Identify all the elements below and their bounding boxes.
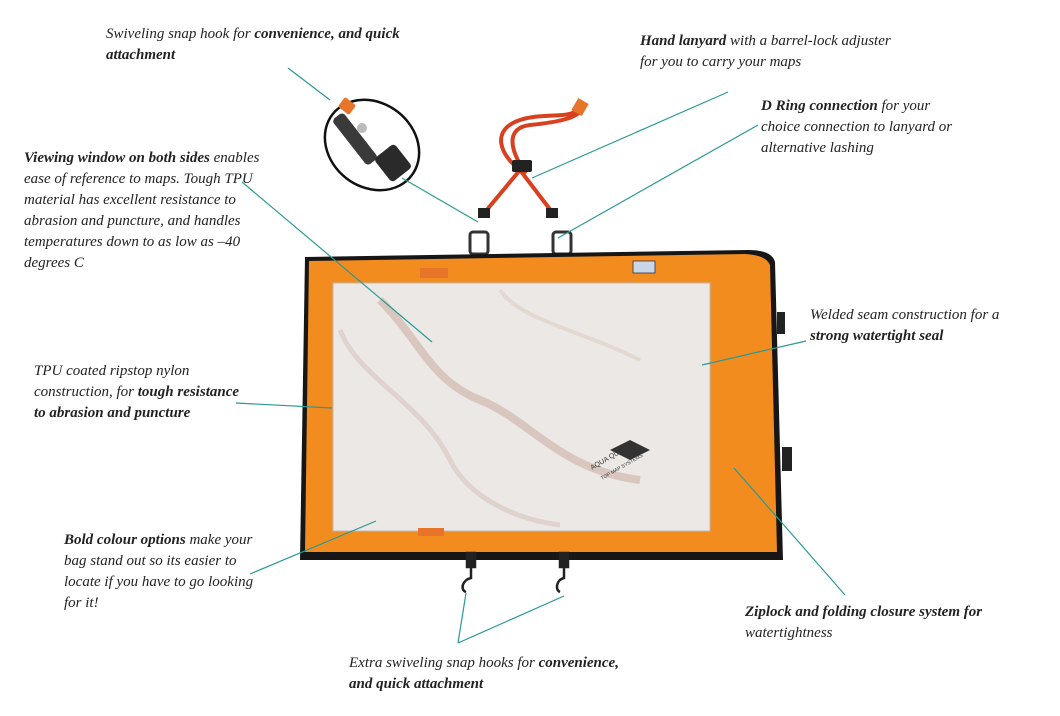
snap-hook-inset: [323, 97, 421, 192]
callout-ziplock-text: watertightness: [745, 625, 833, 641]
leader-snap-hook: [287, 67, 331, 101]
callout-snap-hook: Swiveling snap hook for convenience, and…: [106, 24, 426, 66]
callout-tpu-nylon-bold: tough resistance to abrasion and punctur…: [34, 384, 240, 421]
map-case: [300, 250, 792, 560]
leader-d-ring: [557, 124, 759, 239]
callout-viewing-window-text: enables ease of reference to maps. Tough…: [24, 150, 260, 271]
callout-hand-lanyard-text: with a barrel-lock adjuster for you to c…: [640, 33, 891, 70]
hand-lanyard: [483, 106, 584, 214]
leader-welded-seam: [701, 340, 807, 366]
callout-welded-seam-text: Welded seam construction for a: [810, 307, 1000, 323]
bottom-snap-hook-left: [461, 551, 477, 594]
callout-ziplock: Ziplock and folding closure system for w…: [745, 602, 1045, 644]
callout-bold-colour: Bold colour options make your bag stand …: [64, 530, 254, 614]
bottom-snap-hook-right: [555, 551, 570, 594]
leader-hand-lanyard: [531, 91, 729, 179]
callout-tpu-nylon: TPU coated ripstop nylon construction, f…: [34, 361, 244, 424]
callout-bold-colour-text: make your bag stand out so its easier to…: [64, 532, 254, 611]
callout-extra-hooks: Extra swiveling snap hooks for convenien…: [349, 653, 629, 695]
callout-welded-seam-bold: strong watertight seal: [810, 328, 944, 344]
leader-tpu-nylon: [235, 402, 333, 409]
callout-d-ring-bold: D Ring connection: [761, 98, 878, 114]
leader-snap-hook-2: [401, 177, 479, 223]
callout-d-ring: D Ring connection for your choice connec…: [761, 96, 973, 159]
callout-viewing-window: Viewing window on both sides enables eas…: [24, 148, 264, 274]
leader-extra-hooks-right: [457, 595, 565, 644]
callout-ziplock-bold: Ziplock and folding closure system for: [745, 604, 983, 620]
callout-viewing-window-bold: Viewing window on both sides: [24, 150, 210, 166]
callout-extra-hooks-bold: convenience, and quick attachment: [349, 655, 619, 692]
callout-snap-hook-bold: convenience, and quick attachment: [106, 26, 400, 63]
callout-hand-lanyard-bold: Hand lanyard: [640, 33, 727, 49]
callout-welded-seam: Welded seam construction for a strong wa…: [810, 305, 1016, 347]
callout-hand-lanyard: Hand lanyard with a barrel-lock adjuster…: [640, 31, 898, 73]
callout-d-ring-text: for your choice connection to lanyard or…: [761, 98, 953, 156]
leader-extra-hooks-left: [457, 592, 467, 644]
leader-ziplock: [733, 467, 846, 596]
d-ring-left: [468, 208, 490, 256]
callout-tpu-nylon-text: TPU coated ripstop nylon construction, f…: [34, 363, 190, 400]
viewing-window: [332, 282, 711, 532]
callout-snap-hook-text: Swiveling snap hook for: [106, 26, 255, 42]
brand-badge: [632, 260, 656, 274]
leader-viewing-window: [241, 181, 433, 343]
callout-extra-hooks-text: Extra swiveling snap hooks for: [349, 655, 539, 671]
leader-bold-colour: [249, 520, 377, 575]
callout-bold-colour-bold: Bold colour options: [64, 532, 186, 548]
